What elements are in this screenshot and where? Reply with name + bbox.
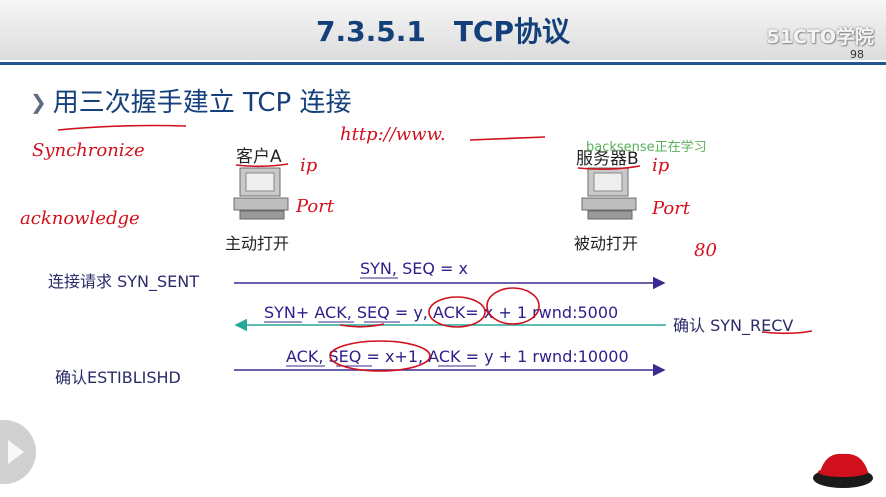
divider — [0, 62, 886, 65]
title-bar — [0, 0, 886, 60]
logo: 51CTO学院 — [766, 26, 875, 48]
slide-title: 7.3.5.1 TCP协议 — [315, 15, 570, 48]
server-action: 被动打开 — [574, 234, 639, 253]
message-syn: SYN, SEQ = x — [360, 259, 468, 278]
annotation-server-ip: ip — [652, 155, 670, 176]
client-label: 客户A — [236, 147, 282, 167]
heading-text: 用三次握手建立 TCP 连接 — [52, 88, 352, 118]
annotation-client-port: Port — [296, 196, 335, 217]
message-underlines — [264, 277, 476, 367]
client-computer-icon — [233, 167, 289, 220]
slide-heading: ❯用三次握手建立 TCP 连接 — [30, 82, 352, 119]
server-computer-icon — [581, 167, 637, 220]
annotation-synchronize: Synchronize — [32, 140, 145, 161]
annotation-url: http://www. — [340, 124, 446, 145]
annotation-server-port: Port — [652, 198, 691, 219]
annotation-client-ip: ip — [300, 155, 318, 176]
message-syn-ack: SYN+ ACK, SEQ = y, ACK= x + 1 rwnd:5000 — [264, 303, 619, 322]
handwritten-marks — [57, 124, 813, 372]
state-syn-recv: 确认 SYN_RECV — [673, 316, 794, 335]
state-established: 确认ESTIBLISHD — [55, 368, 181, 387]
state-syn-sent: 连接请求 SYN_SENT — [48, 272, 199, 291]
watermark: backsense正在学习 — [586, 140, 707, 155]
page-number: 98 — [850, 48, 864, 61]
client-action: 主动打开 — [225, 234, 290, 253]
bullet-chevron-icon: ❯ — [30, 90, 47, 114]
annotation-port-80: 80 — [694, 240, 717, 261]
annotation-acknowledge: acknowledge — [20, 208, 140, 229]
message-ack: ACK, SEQ = x+1, ACK = y + 1 rwnd:10000 — [286, 347, 629, 366]
server-label: 服务器B — [576, 149, 639, 169]
red-hat-logo — [813, 453, 873, 488]
